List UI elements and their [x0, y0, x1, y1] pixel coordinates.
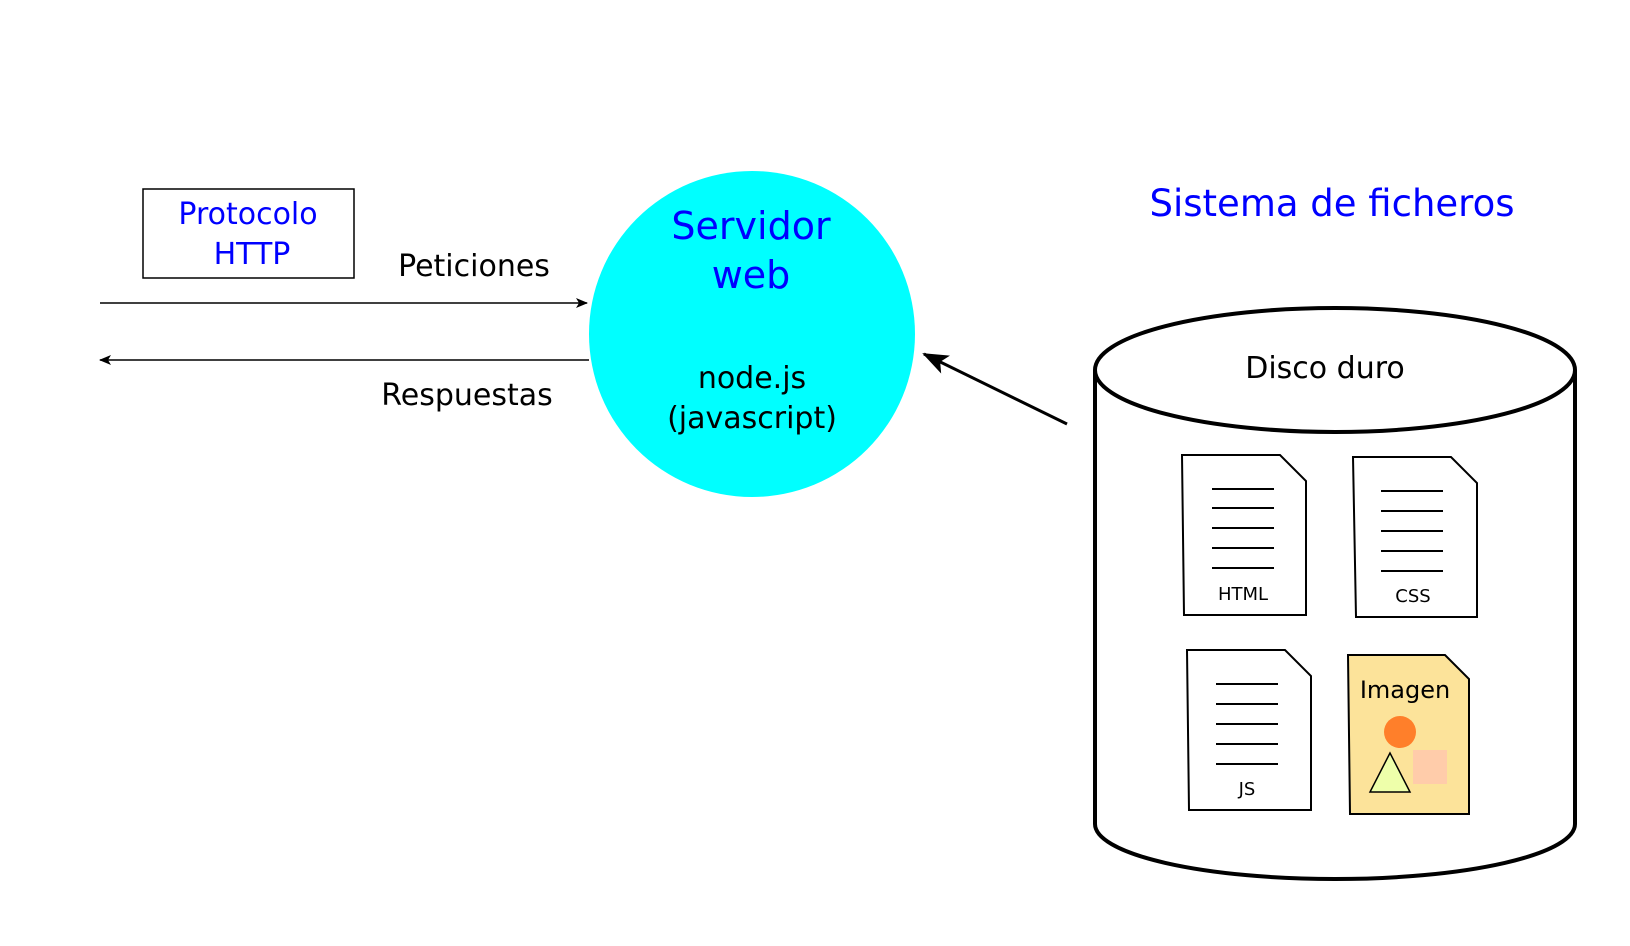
hard-disk-cylinder: Disco duro — [1093, 306, 1577, 881]
server-title-line1: Servidor — [671, 204, 831, 248]
web-server: Servidor web node.js (javascript) — [589, 171, 915, 497]
image-square-shape — [1413, 750, 1447, 784]
server-title-line2: web — [712, 253, 791, 297]
requests-label: Peticiones — [398, 249, 550, 284]
server-tech-line1: node.js — [698, 361, 806, 396]
server-circle — [589, 171, 915, 497]
protocol-label-line1: Protocolo — [178, 197, 317, 232]
css-file-label: CSS — [1395, 586, 1430, 607]
html-file-icon: HTML — [1180, 454, 1307, 616]
html-file-label: HTML — [1218, 584, 1268, 605]
image-triangle-shape — [1368, 751, 1412, 793]
filesystem-title: Sistema de ficheros — [1150, 182, 1515, 225]
js-file-icon: JS — [1185, 649, 1312, 811]
protocol-http-box: Protocolo HTTP — [142, 188, 355, 279]
image-file-label: Imagen — [1360, 676, 1450, 704]
disk-to-server-arrow — [922, 352, 1068, 426]
image-circle-shape — [1384, 716, 1416, 748]
protocol-label-line2: HTTP — [214, 237, 291, 272]
image-file-icon: Imagen — [1346, 654, 1470, 815]
server-tech-line2: (javascript) — [667, 401, 837, 436]
requests-arrow: Peticiones — [100, 249, 588, 308]
js-file-label: JS — [1238, 779, 1256, 800]
disk-label: Disco duro — [1245, 351, 1405, 386]
responses-label: Respuestas — [381, 378, 553, 413]
responses-arrow: Respuestas — [99, 355, 589, 413]
css-file-icon: CSS — [1351, 456, 1478, 618]
